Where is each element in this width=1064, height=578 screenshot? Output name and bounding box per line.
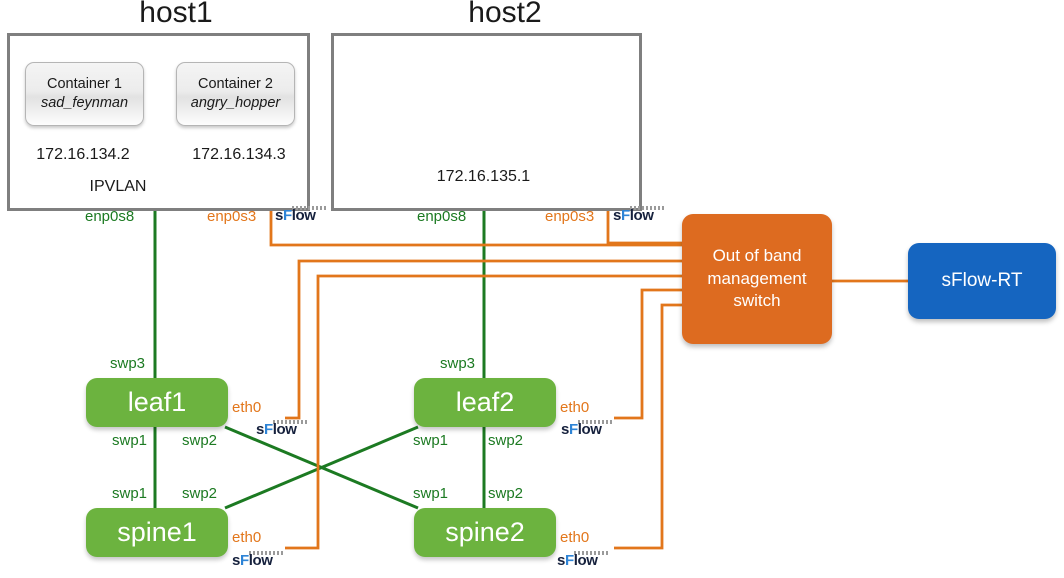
oob-line-3: switch [733, 291, 781, 311]
link-leaf2swp1-spine1swp2 [224, 425, 419, 510]
spine2-port-swp2-label: swp2 [488, 485, 524, 502]
leaf1-box[interactable]: leaf1 [86, 378, 228, 427]
spine2-port-eth0-label: eth0 [560, 529, 590, 546]
sflow-wordmark: sFlow [256, 421, 297, 439]
spine1-box[interactable]: spine1 [86, 508, 228, 557]
host2-port-enp0s8-label: enp0s8 [417, 208, 467, 225]
sflow-rest: low [248, 552, 273, 569]
sflow-s: s [275, 207, 283, 224]
leaf1-port-swp1-label: swp1 [112, 432, 148, 449]
link-host2-eth-mgmt [606, 207, 686, 245]
leaf1-label: leaf1 [127, 387, 187, 417]
sflow-rest: low [577, 421, 602, 438]
sflow-wordmark: sFlow [561, 421, 602, 439]
sflow-dots-icon [273, 420, 307, 424]
container-2-name: angry_hopper [190, 95, 281, 111]
sflow-dots-icon [249, 551, 283, 555]
host1-title: host1 [139, 0, 213, 29]
host2-box [331, 33, 642, 211]
spine2-port-swp1-label: swp1 [413, 485, 449, 502]
sflow-logo-host1: sFlow [275, 206, 329, 225]
oob-management-switch[interactable]: Out of band management switch [682, 214, 832, 344]
leaf1-port-swp3-label: swp3 [110, 355, 146, 372]
oob-line-2: management [707, 268, 807, 288]
sflow-wordmark: sFlow [275, 207, 316, 225]
sflow-wordmark: sFlow [613, 207, 654, 225]
host2-ip: 172.16.135.1 [436, 168, 531, 185]
sflow-dots-icon [574, 551, 608, 555]
host1-ipvlan-label: IPVLAN [89, 178, 147, 195]
host1-port-enp0s3-label: enp0s3 [207, 208, 257, 225]
spine1-port-eth0-label: eth0 [232, 529, 262, 546]
sflow-logo-leaf2: sFlow [561, 420, 615, 439]
host1-port-enp0s8-label: enp0s8 [85, 208, 135, 225]
sflow-s: s [557, 552, 565, 569]
link-spine1-mgmt [285, 274, 686, 550]
container-1-box[interactable]: Container 1 sad_feynman [25, 62, 144, 126]
sflow-logo-spine1: sFlow [232, 551, 286, 570]
sflow-f: F [564, 552, 574, 569]
leaf2-box[interactable]: leaf2 [414, 378, 556, 427]
container-1-name: sad_feynman [40, 95, 129, 111]
sflow-rest: low [573, 552, 598, 569]
spine2-box[interactable]: spine2 [414, 508, 556, 557]
sflow-dots-icon [578, 420, 612, 424]
sflow-dots-icon [630, 206, 664, 210]
sflow-s: s [232, 552, 240, 569]
oob-line-1: Out of band [712, 245, 802, 265]
link-spine2-mgmt [614, 303, 686, 550]
sflow-logo-host2: sFlow [613, 206, 667, 225]
container-1-ip: 172.16.134.2 [36, 146, 130, 163]
management-links [269, 207, 908, 550]
link-leaf2-mgmt [614, 288, 686, 420]
sflow-rt-box[interactable]: sFlow-RT [908, 243, 1056, 319]
sflow-f: F [568, 421, 578, 438]
host2-title: host2 [468, 0, 542, 29]
spine1-port-swp1-label: swp1 [112, 485, 148, 502]
host2-port-enp0s3-label: enp0s3 [545, 208, 595, 225]
sflow-s: s [613, 207, 621, 224]
sflow-wordmark: sFlow [557, 552, 598, 570]
sflow-wordmark: sFlow [232, 552, 273, 570]
leaf1-port-swp2-label: swp2 [182, 432, 218, 449]
leaf2-label: leaf2 [455, 387, 515, 417]
sflow-f: F [239, 552, 249, 569]
container-1-title: Container 1 [47, 75, 122, 92]
spine1-port-swp2-label: swp2 [182, 485, 218, 502]
spine2-label: spine2 [445, 517, 525, 547]
leaf2-port-eth0-label: eth0 [560, 399, 590, 416]
sflow-logo-leaf1: sFlow [256, 420, 310, 439]
sflow-rest: low [291, 207, 316, 224]
sflow-f: F [282, 207, 292, 224]
leaf2-port-swp1-label: swp1 [413, 432, 449, 449]
link-leaf1-mgmt [285, 259, 686, 420]
leaf2-port-swp2-label: swp2 [488, 432, 524, 449]
sflow-rest: low [629, 207, 654, 224]
container-2-box[interactable]: Container 2 angry_hopper [176, 62, 295, 126]
sflow-rt-label: sFlow-RT [941, 270, 1023, 291]
spine1-label: spine1 [117, 517, 197, 547]
sflow-dots-icon [292, 206, 326, 210]
data-links [153, 205, 486, 510]
sflow-s: s [256, 421, 264, 438]
sflow-f: F [263, 421, 273, 438]
leaf2-port-swp3-label: swp3 [440, 355, 476, 372]
leaf1-port-eth0-label: eth0 [232, 399, 262, 416]
link-host1-eth-mgmt [269, 207, 686, 247]
container-2-ip: 172.16.134.3 [192, 146, 286, 163]
sflow-rest: low [272, 421, 297, 438]
sflow-logo-spine2: sFlow [557, 551, 611, 570]
container-2-title: Container 2 [198, 75, 273, 92]
sflow-s: s [561, 421, 569, 438]
sflow-f: F [620, 207, 630, 224]
